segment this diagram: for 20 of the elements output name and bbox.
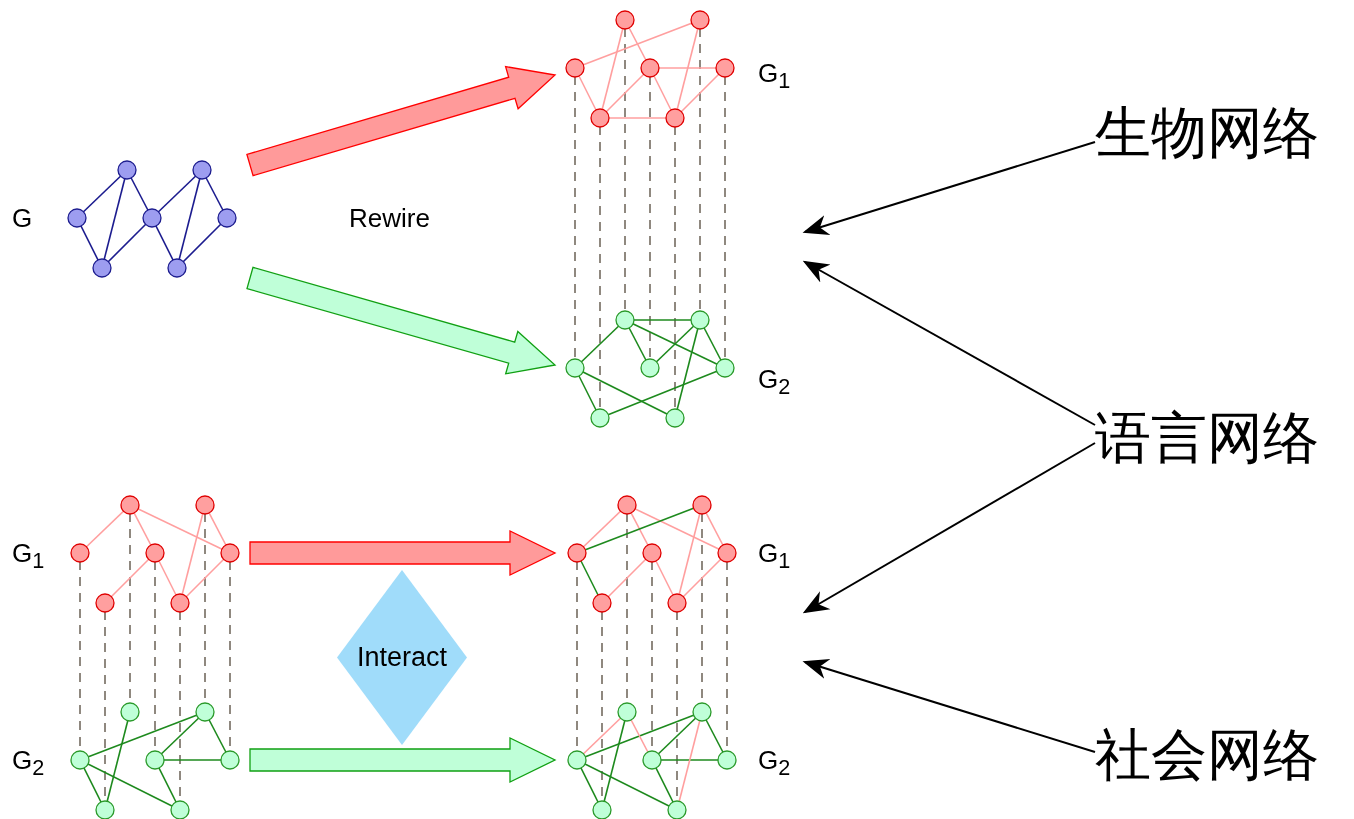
graph-label: G$_{2}$ [758,364,791,402]
arrow [802,442,1096,614]
block-arrow [249,736,557,784]
arrow [802,141,1096,235]
arrow [802,260,1096,426]
category-label: 生物网络 [1095,100,1319,166]
graph-label: G$_{1}$ [12,538,45,576]
graph-label: G$_{2}$ [758,745,791,783]
graph-label: G [12,203,33,233]
block-arrow [246,266,557,375]
block-arrow [249,529,557,577]
node-label: Interact [355,641,448,674]
annotation-text: Rewire [349,203,430,233]
graph-label: G$_{1}$ [758,58,791,96]
graph-label: G$_{2}$ [12,745,45,783]
block-arrow [246,65,557,177]
graph-label: G$_{1}$ [758,538,791,576]
category-label: 社会网络 [1095,722,1319,788]
category-label: 语言网络 [1095,405,1319,471]
arrow [802,659,1096,753]
